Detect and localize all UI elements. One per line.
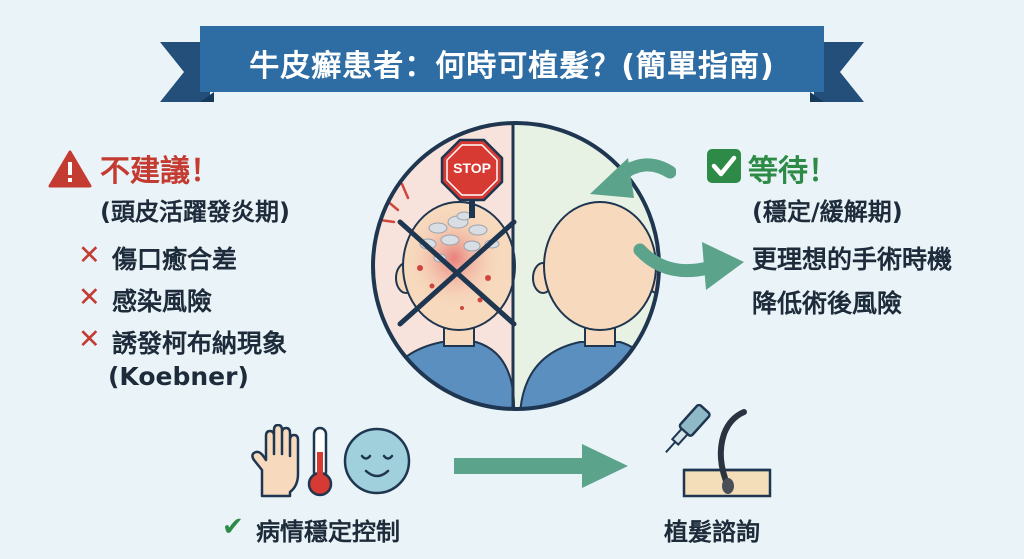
cross-icon: ✕	[78, 282, 101, 313]
not-recommended-heading: 不建議！	[100, 154, 220, 189]
comparison-illustration	[371, 121, 661, 411]
stable-phase-subheading: (穩定/緩解期)	[752, 198, 903, 226]
calm-face-icon	[343, 427, 411, 495]
stop-sign-label: STOP	[453, 160, 491, 176]
stable-control-caption: 病情穩定控制	[256, 518, 400, 546]
risk-item-koebner: 誘發柯布納現象	[112, 329, 288, 358]
benefit-timing: 更理想的手術時機	[752, 245, 953, 274]
wait-heading: 等待！	[748, 154, 838, 189]
check-icon: ✔	[222, 512, 244, 542]
cross-icon: ✕	[78, 240, 101, 271]
benefit-risk: 降低術後風險	[752, 289, 903, 318]
risk-item-infection: 感染風險	[112, 287, 213, 316]
koebner-note: (Koebner)	[108, 362, 249, 391]
stop-sign-icon	[440, 138, 504, 218]
title-banner	[160, 26, 864, 102]
thermometer-icon	[307, 426, 333, 497]
hand-icon	[251, 424, 300, 498]
active-phase-subheading: (頭皮活躍發炎期)	[100, 198, 290, 226]
transplant-consult-caption: 植髮諮詢	[664, 518, 760, 546]
warning-triangle-icon	[48, 150, 92, 188]
cross-icon: ✕	[78, 324, 101, 355]
check-square-icon	[707, 149, 741, 183]
page-title: 牛皮癬患者：何時可植髮？(簡單指南)	[249, 49, 775, 84]
arrow-right-icon	[454, 444, 628, 488]
hair-transplant-icon	[665, 404, 772, 498]
arrow-left-curve-icon	[590, 158, 676, 198]
risk-item-healing: 傷口癒合差	[112, 245, 238, 274]
arrow-right-curve-icon	[633, 242, 744, 290]
